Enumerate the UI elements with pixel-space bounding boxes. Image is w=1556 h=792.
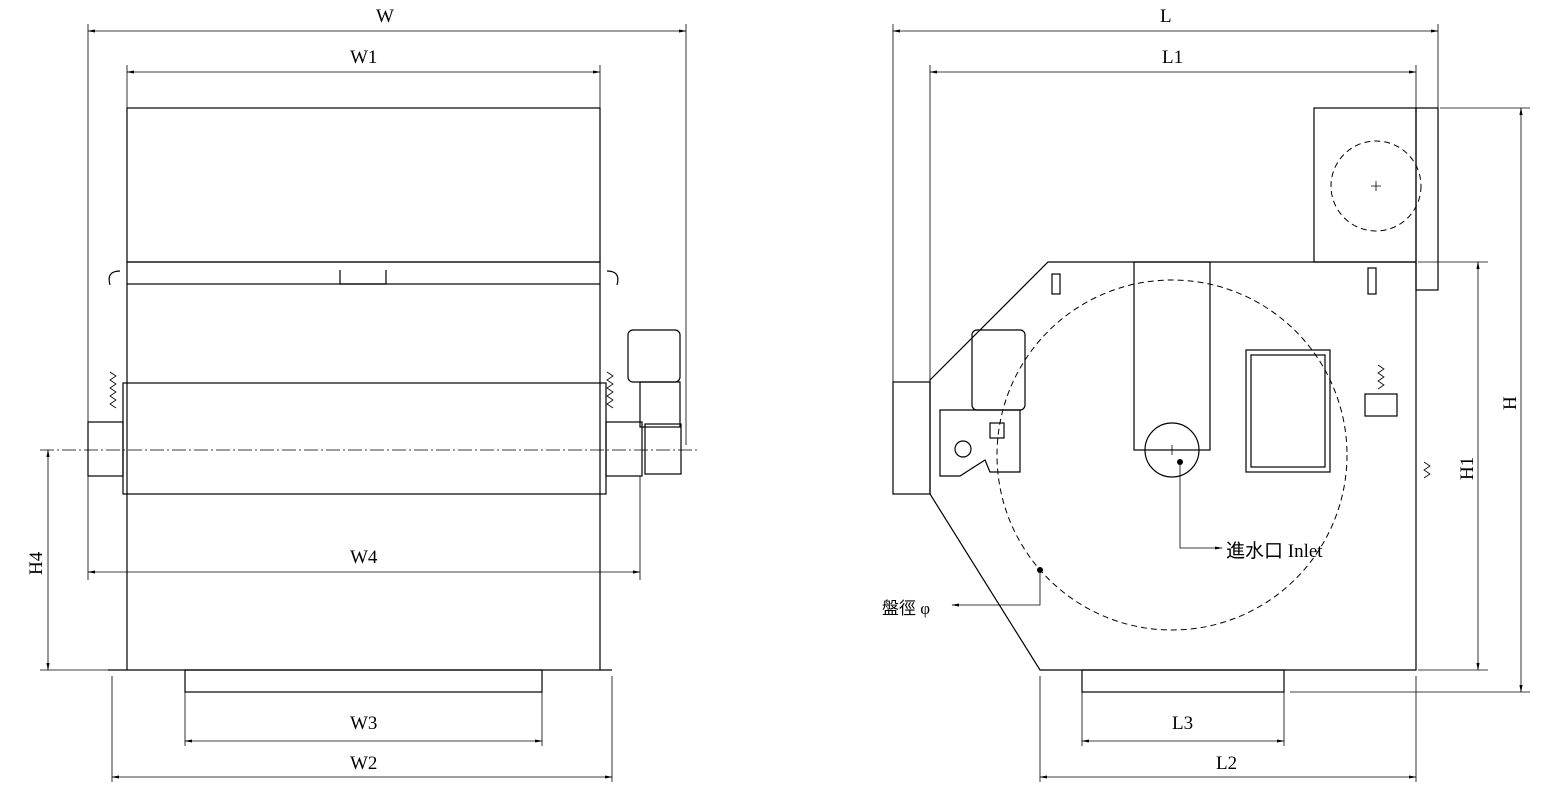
foot [184, 669, 543, 693]
label-l: L [1160, 6, 1172, 27]
label-h: H [1500, 396, 1521, 410]
hood [126, 107, 601, 263]
motor [971, 329, 1026, 411]
label-h4: H4 [26, 551, 47, 575]
label-l3: L3 [1172, 713, 1193, 734]
label-w2: W2 [350, 753, 377, 774]
side-view: L L1 進水口 Inlet 盤徑 φ L3 L2 H H1 [882, 6, 1530, 782]
motor [627, 329, 681, 383]
tank-body [929, 261, 1417, 671]
foot [1081, 669, 1285, 693]
label-w: W [376, 6, 394, 27]
label-l1: L1 [1162, 47, 1183, 68]
label-l2: L2 [1216, 753, 1237, 774]
drum [122, 382, 607, 495]
label-w3: W3 [350, 713, 377, 734]
front-view: W W1 W4 H4 W3 W2 [26, 6, 700, 782]
label-w4: W4 [350, 547, 378, 568]
inlet-label: 進水口 Inlet [1226, 540, 1323, 562]
disc-diameter-label: 盤徑 φ [882, 599, 930, 618]
control-box [1245, 349, 1331, 473]
label-h1: H1 [1457, 457, 1478, 480]
disc-outline [996, 279, 1348, 631]
label-w1: W1 [350, 47, 377, 68]
